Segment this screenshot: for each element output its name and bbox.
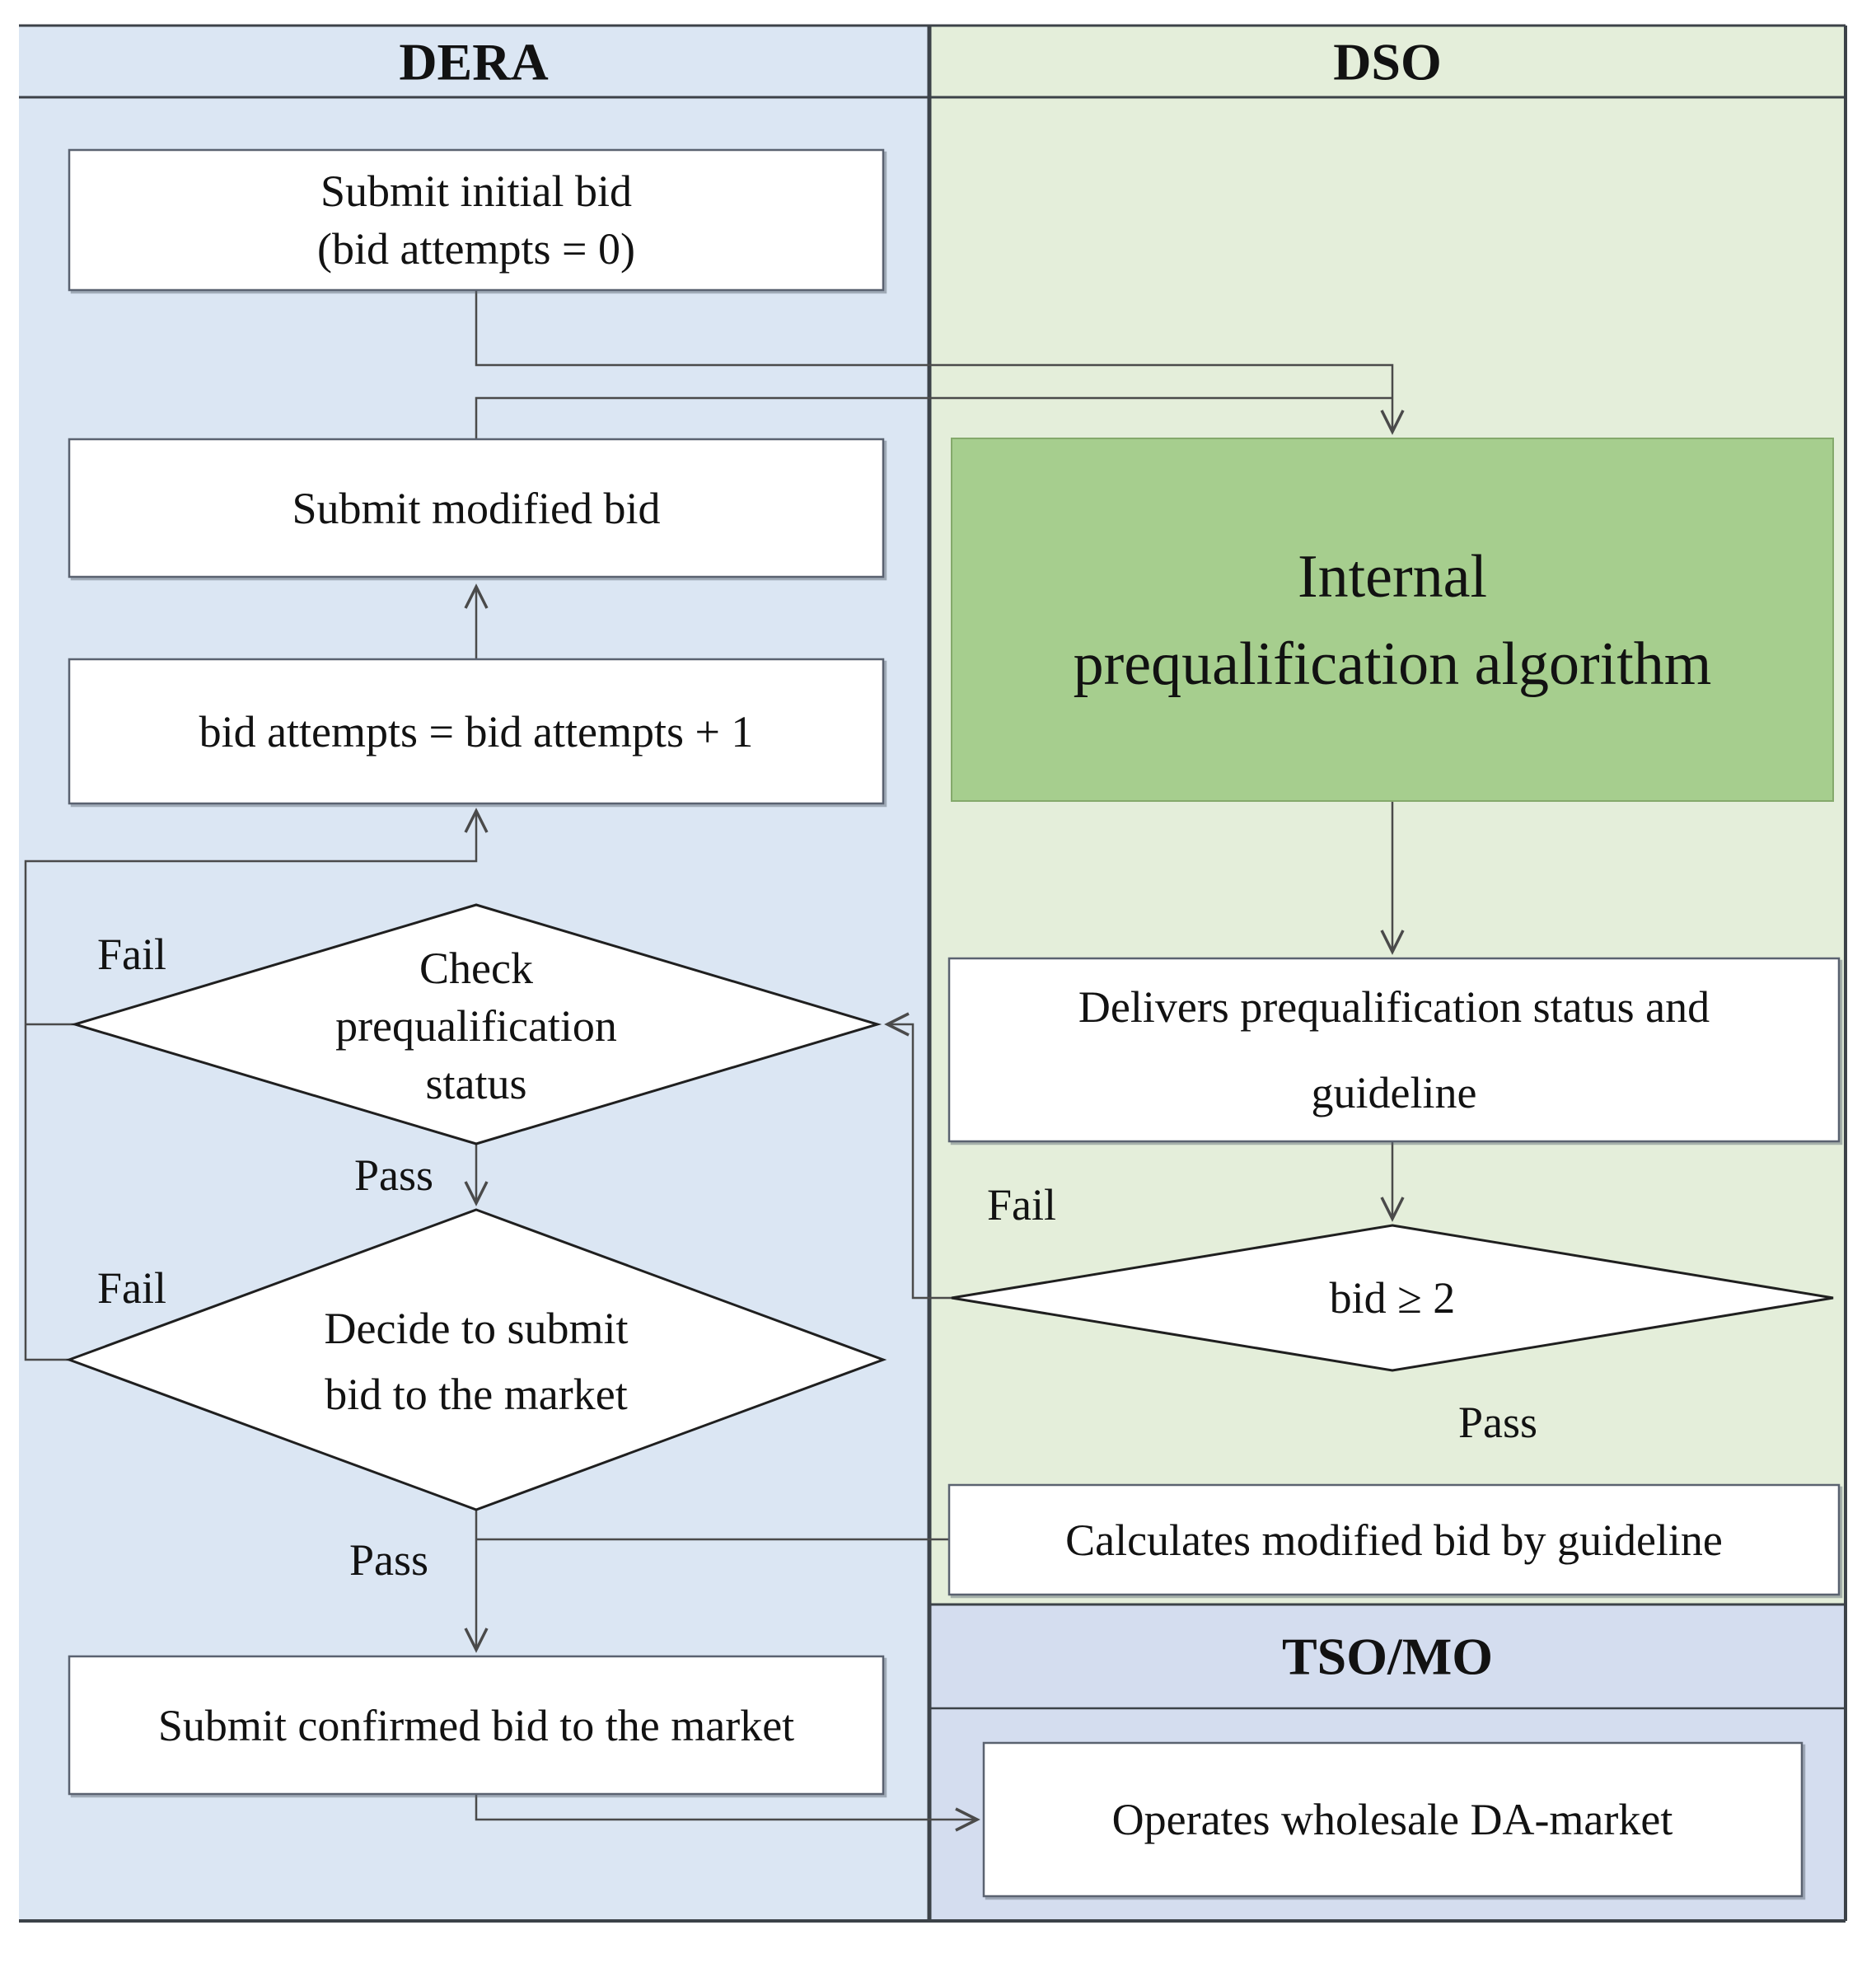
internal-algorithm-line1: Internal [1298, 543, 1487, 611]
edge-label-check-pass: Pass [354, 1150, 433, 1200]
node-decide-submit-bid: Decide to submit bid to the market [65, 1208, 887, 1511]
lane-title-dera: DERA [399, 33, 548, 91]
lane-title-tso: TSO/MO [1282, 1628, 1493, 1686]
edge-label-bid2-fail: Fail [987, 1180, 1056, 1230]
node-delivers-status-guideline: Delivers prequalification status and gui… [947, 957, 1841, 1143]
bid-ge-2-label: bid ≥ 2 [1330, 1273, 1456, 1323]
bid-attempts-box [68, 658, 885, 805]
node-submit-modified-bid: Submit modified bid [68, 438, 885, 578]
lane-title-dso: DSO [1333, 33, 1442, 91]
edge-label-bid2-pass: Pass [1458, 1398, 1537, 1447]
edge-label-decide-pass: Pass [349, 1535, 428, 1585]
submit-initial-bid-line1: Submit initial bid [320, 166, 632, 216]
submit-confirmed-bid-box [68, 1655, 885, 1796]
node-operates-wholesale-market: Operates wholesale DA-market [982, 1741, 1803, 1898]
delivers-status-line2: guideline [1312, 1068, 1477, 1117]
submit-initial-bid-box [68, 148, 885, 292]
check-prequalification-line1: Check [419, 944, 533, 993]
node-submit-confirmed-bid: Submit confirmed bid to the market [68, 1655, 885, 1796]
operates-market-label: Operates wholesale DA-market [1112, 1795, 1673, 1844]
node-internal-prequalification-algorithm: Internal prequalification algorithm [951, 438, 1834, 802]
decide-submit-diamond [65, 1208, 887, 1511]
delivers-status-box [947, 957, 1841, 1143]
calculates-modified-bid-box [947, 1483, 1841, 1596]
check-prequalification-diamond [70, 903, 882, 1145]
node-bid-ge-2: bid ≥ 2 [951, 1224, 1834, 1372]
connector-decide-fail-to-attempts [24, 808, 489, 1361]
internal-algorithm-line2: prequalification algorithm [1074, 630, 1712, 698]
operates-market-box [982, 1741, 1803, 1898]
bid-attempts-label: bid attempts = bid attempts + 1 [199, 707, 754, 756]
connectors [24, 290, 1405, 1832]
frame-lines [19, 24, 1847, 1923]
delivers-status-line1: Delivers prequalification status and [1078, 982, 1710, 1032]
internal-algorithm-box [951, 438, 1834, 802]
edge-labels: Fail Pass Fail Pass Fail Pass [97, 930, 1537, 1585]
submit-modified-bid-box [68, 438, 885, 578]
connector-bid2-fail-to-check [884, 1012, 952, 1300]
decide-submit-line1: Decide to submit [325, 1304, 629, 1353]
connector-modified-bid-to-algorithm [475, 396, 1392, 439]
calculates-modified-bid-label: Calculates modified bid by guideline [1065, 1515, 1723, 1565]
edge-label-decide-fail: Fail [97, 1263, 166, 1313]
node-bid-attempts-increment: bid attempts = bid attempts + 1 [68, 658, 885, 805]
submit-initial-bid-line2: (bid attempts = 0) [317, 224, 635, 274]
node-check-prequalification-status: Check prequalification status [70, 903, 882, 1145]
edge-label-check-fail: Fail [97, 930, 166, 979]
bid-ge-2-diamond [951, 1224, 1834, 1372]
decide-submit-line2: bid to the market [325, 1370, 627, 1419]
check-prequalification-line3: status [425, 1059, 526, 1108]
node-calculates-modified-bid: Calculates modified bid by guideline [947, 1483, 1841, 1596]
swim-lanes [19, 26, 1846, 1921]
connector-confirmed-to-operates [475, 1794, 980, 1832]
submit-confirmed-bid-label: Submit confirmed bid to the market [158, 1701, 794, 1750]
node-submit-initial-bid: Submit initial bid (bid attempts = 0) [68, 148, 885, 292]
submit-modified-bid-label: Submit modified bid [292, 484, 660, 533]
check-prequalification-line2: prequalification [335, 1001, 617, 1051]
